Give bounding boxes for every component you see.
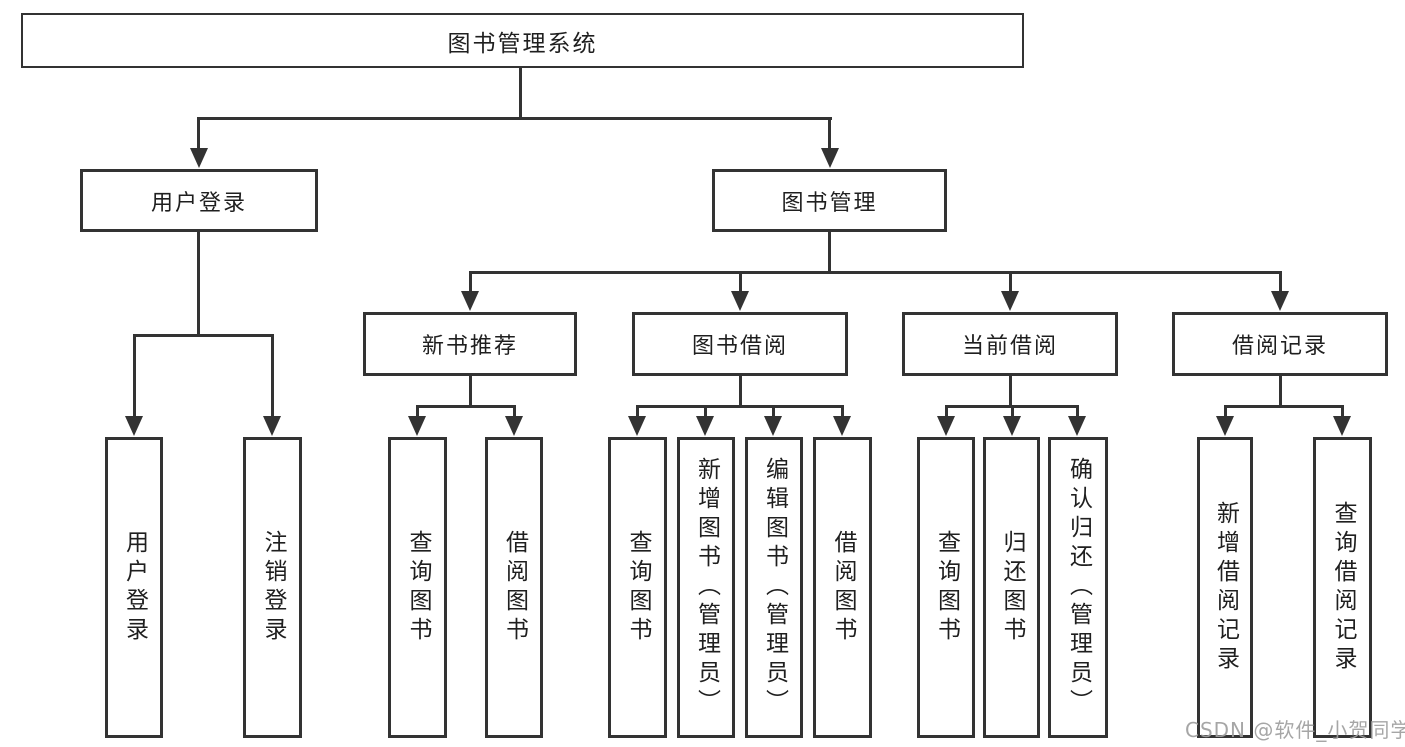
node-user-login-label: 用户登录 (150, 190, 247, 216)
connector-line (197, 117, 200, 151)
connector-line (1009, 271, 1012, 295)
node-book-borrowing-label: 图书借阅 (691, 334, 788, 359)
leaf-add-books-admin: 新增图书（管理员） (677, 437, 735, 738)
connector-line (133, 334, 136, 418)
leaf-edit-books-admin-label: 编辑图书（管理员） (761, 457, 788, 718)
arrowhead-down-icon (1216, 416, 1234, 436)
arrowhead-down-icon (731, 291, 749, 311)
arrowhead-down-icon (263, 416, 281, 436)
leaf-borrow-books-recommend-label: 借阅图书 (501, 529, 528, 646)
leaf-add-borrow-record: 新增借阅记录 (1197, 437, 1253, 738)
connector-line (1224, 405, 1344, 408)
leaf-return-books-label: 归还图书 (999, 529, 1025, 646)
connector-line (469, 271, 472, 295)
leaf-query-borrow-record: 查询借阅记录 (1313, 437, 1372, 738)
connector-line (271, 334, 274, 418)
leaf-borrow-books-recommend: 借阅图书 (485, 437, 543, 738)
leaf-logout-label: 注销登录 (260, 529, 286, 646)
arrowhead-down-icon (696, 416, 714, 436)
connector-line (513, 405, 516, 419)
connector-line (1224, 405, 1227, 419)
node-book-management-label: 图书管理 (781, 190, 878, 216)
connector-line (841, 405, 844, 419)
arrowhead-down-icon (1003, 416, 1021, 436)
node-borrowing-records-label: 借阅记录 (1231, 334, 1328, 359)
leaf-borrow-books-label: 借阅图书 (830, 529, 856, 646)
leaf-query-books-current-label: 查询图书 (933, 529, 960, 646)
leaf-borrow-books: 借阅图书 (813, 437, 872, 738)
leaf-user-login-label: 用户登录 (121, 529, 148, 646)
leaf-return-books: 归还图书 (983, 437, 1040, 738)
leaf-query-books-borrowing-label: 查询图书 (625, 529, 651, 646)
arrowhead-down-icon (764, 416, 782, 436)
node-current-borrowing: 当前借阅 (902, 312, 1118, 376)
connector-line (739, 271, 742, 295)
leaf-query-books-borrowing: 查询图书 (608, 437, 667, 738)
arrowhead-down-icon (937, 416, 955, 436)
leaf-query-borrow-record-label: 查询借阅记录 (1330, 500, 1356, 675)
connector-line (197, 117, 832, 120)
leaf-confirm-return-admin: 确认归还（管理员） (1048, 437, 1108, 738)
connector-line (416, 405, 516, 408)
connector-line (1076, 405, 1079, 419)
arrowhead-down-icon (125, 416, 143, 436)
leaf-add-books-admin-label: 新增图书（管理员） (693, 457, 720, 718)
connector-line (739, 376, 742, 407)
node-book-borrowing: 图书借阅 (632, 312, 848, 376)
connector-line (704, 405, 707, 419)
node-new-book-recommend-label: 新书推荐 (421, 334, 518, 359)
arrowhead-down-icon (821, 148, 839, 168)
csdn-watermark: CSDN @软件_小贺同学 (1185, 718, 1405, 742)
arrowhead-down-icon (1271, 291, 1289, 311)
node-root: 图书管理系统 (21, 13, 1024, 68)
leaf-query-books-recommend: 查询图书 (388, 437, 447, 738)
connector-line (1011, 405, 1014, 419)
leaf-edit-books-admin: 编辑图书（管理员） (745, 437, 803, 738)
node-book-management: 图书管理 (712, 169, 947, 232)
node-root-label: 图书管理系统 (447, 30, 598, 57)
connector-line (469, 271, 1282, 274)
arrowhead-down-icon (1068, 416, 1086, 436)
connector-line (469, 376, 472, 407)
arrowhead-down-icon (1001, 291, 1019, 311)
connector-line (519, 68, 522, 120)
connector-line (828, 232, 831, 274)
node-new-book-recommend: 新书推荐 (363, 312, 577, 376)
connector-line (1341, 405, 1344, 419)
node-borrowing-records: 借阅记录 (1172, 312, 1388, 376)
arrowhead-down-icon (833, 416, 851, 436)
connector-line (945, 405, 948, 419)
leaf-query-books-current: 查询图书 (917, 437, 975, 738)
arrowhead-down-icon (461, 291, 479, 311)
connector-line (636, 405, 639, 419)
connector-line (1279, 376, 1282, 407)
leaf-user-login: 用户登录 (105, 437, 163, 738)
leaf-add-borrow-record-label: 新增借阅记录 (1212, 500, 1239, 675)
node-current-borrowing-label: 当前借阅 (961, 334, 1058, 359)
node-user-login: 用户登录 (80, 169, 318, 232)
connector-line (772, 405, 775, 419)
connector-line (1279, 271, 1282, 295)
arrowhead-down-icon (408, 416, 426, 436)
arrowhead-down-icon (1333, 416, 1351, 436)
connector-line (828, 117, 831, 151)
connector-line (197, 232, 200, 337)
leaf-query-books-recommend-label: 查询图书 (405, 529, 431, 646)
connector-line (636, 405, 844, 408)
arrowhead-down-icon (505, 416, 523, 436)
arrowhead-down-icon (628, 416, 646, 436)
leaf-confirm-return-admin-label: 确认归还（管理员） (1065, 457, 1092, 718)
connector-line (416, 405, 419, 419)
arrowhead-down-icon (190, 148, 208, 168)
connector-line (1009, 376, 1012, 407)
connector-line (133, 334, 274, 337)
leaf-logout: 注销登录 (243, 437, 302, 738)
